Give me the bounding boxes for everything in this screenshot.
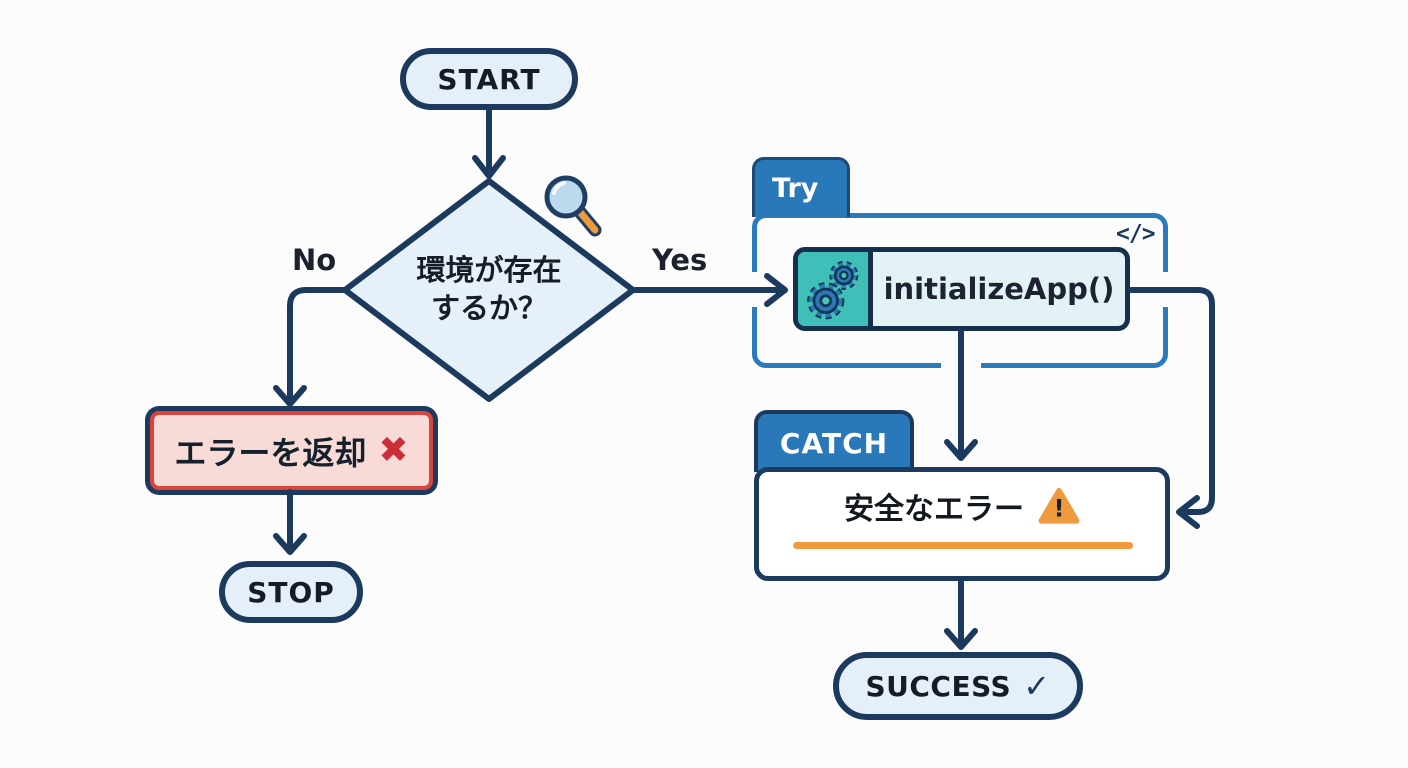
catch-tab: CATCH	[754, 410, 914, 472]
error-label: エラーを返却	[174, 433, 367, 472]
gears-icon	[807, 260, 859, 320]
border-gap	[941, 359, 981, 373]
edge-no-to-error	[273, 287, 349, 407]
border-gap	[746, 272, 760, 307]
error-underline	[793, 542, 1133, 549]
check-icon: ✓	[1023, 667, 1051, 705]
decision-label: 環境が存在 するか？	[379, 251, 599, 328]
warning-icon: !	[1038, 487, 1080, 524]
stop-node: STOP	[219, 561, 363, 623]
edge-label-yes: Yes	[652, 243, 708, 277]
start-node: START	[400, 48, 578, 110]
cross-icon: ✖	[378, 429, 409, 471]
decision-label-line2: するか？	[430, 291, 547, 326]
catch-node: 安全なエラー !	[754, 467, 1170, 581]
edge-catch-to-success	[944, 579, 978, 650]
process-label: initializeApp()	[883, 272, 1115, 306]
start-label: START	[437, 62, 541, 96]
try-tab-label: Try	[772, 173, 819, 204]
edge-label-no: No	[292, 243, 337, 277]
stop-label: STOP	[247, 575, 335, 609]
warning-exclamation: !	[1054, 494, 1065, 522]
error-node: エラーを返却 ✖	[150, 411, 433, 490]
gear-cell	[798, 252, 873, 326]
magnifier-icon	[544, 175, 602, 237]
edge-start-to-decision	[472, 108, 506, 179]
border-gap	[1158, 272, 1172, 307]
catch-tab-label: CATCH	[779, 426, 889, 460]
process-node: initializeApp()	[793, 247, 1130, 331]
success-label: SUCCESS	[865, 669, 1012, 703]
gear-small	[829, 260, 859, 290]
edge-error-to-stop	[273, 489, 307, 555]
decision-label-line1: 環境が存在	[416, 253, 562, 287]
safe-error-row: 安全なエラー !	[759, 484, 1165, 528]
code-icon: </>	[1116, 221, 1156, 247]
success-node: SUCCESS ✓	[833, 652, 1083, 720]
try-tab: Try	[752, 157, 850, 217]
gear-large	[807, 282, 845, 320]
safe-error-label: 安全なエラー	[844, 492, 1024, 527]
